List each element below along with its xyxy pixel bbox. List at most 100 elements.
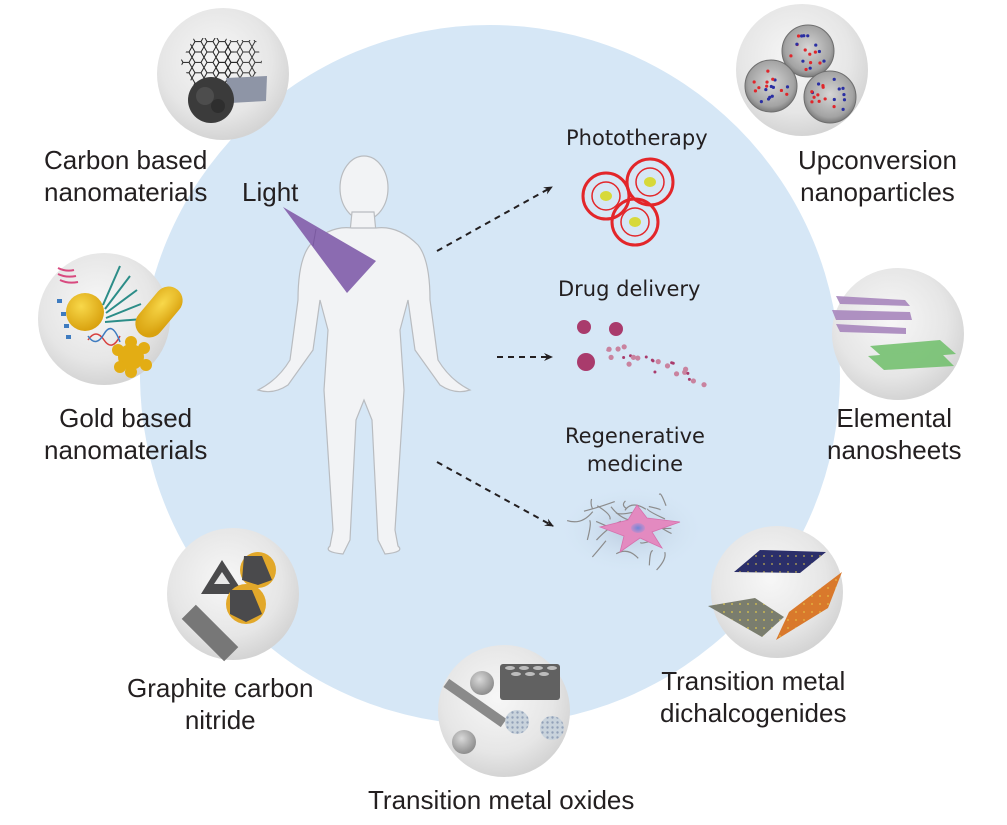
drug-particle (664, 363, 671, 369)
label-phototherapy: Phototherapy (566, 124, 708, 152)
ucnp-dot (813, 50, 817, 54)
arrow-to-regenerative (436, 461, 554, 527)
label-line: Phototherapy (566, 126, 708, 150)
ucnp-dot (765, 84, 769, 88)
ucnp-dot (804, 67, 808, 72)
label-line: Transition metal (661, 666, 846, 696)
ucnp-dot (832, 77, 836, 81)
scaffold-fiber (615, 550, 639, 559)
scaffold-fiber (591, 540, 607, 558)
ucnp-dot (822, 59, 826, 63)
scaffold-fiber (656, 551, 666, 571)
label-line: Transition metal oxides (368, 785, 635, 815)
scaffold-fiber (596, 505, 611, 520)
ucnp-dot (808, 61, 813, 65)
ucnp-dot (785, 85, 790, 89)
ucnp-dot (789, 54, 793, 58)
drug-particle (686, 371, 690, 375)
scaffold-fiber (648, 550, 654, 566)
scaffold-fiber (622, 500, 627, 510)
label-tmo: Transition metal oxides (368, 784, 634, 816)
transition-metal-oxides-ball (438, 645, 570, 777)
drug-particle (673, 371, 680, 377)
ucnp-dot (842, 98, 847, 102)
drug-particle (687, 377, 691, 381)
scaffold-fiber (646, 508, 666, 520)
drug-particle (650, 358, 654, 362)
ucnp-dot (821, 85, 825, 89)
ucnp-dot (753, 89, 758, 93)
ucnp-dot (779, 88, 784, 93)
label-drug-delivery: Drug delivery (558, 275, 700, 303)
label-line: Upconversion (798, 145, 957, 175)
gold-based-ball (38, 253, 183, 385)
ucnp-dot (842, 92, 846, 97)
ucnp-dot (795, 42, 799, 46)
drug-particle (701, 382, 707, 388)
drug-particle (622, 356, 626, 360)
ucnp-dot (771, 77, 775, 81)
drug-particle (655, 359, 661, 365)
drug-particle (615, 346, 621, 352)
label-gold-based: Gold based nanomaterials (44, 402, 207, 466)
ucnp-dot (808, 52, 812, 56)
elemental-nanosheets-ball (832, 268, 964, 400)
ucnp-dot (817, 99, 821, 103)
light-beam-edge (312, 228, 317, 247)
ucnp-dot (752, 80, 756, 84)
drug-particle (682, 369, 688, 375)
ucnp-dot (768, 95, 772, 99)
label-upconversion: Upconversion nanoparticles (798, 144, 957, 208)
label-line: nitride (184, 705, 256, 735)
label-graphite-carbon-nitride: Graphite carbon nitride (127, 672, 313, 736)
human-body (256, 155, 472, 555)
label-line: Drug delivery (558, 277, 701, 301)
drug-particle (621, 344, 627, 350)
ucnp-dot (766, 69, 770, 73)
label-line: Elemental (836, 403, 953, 433)
ucnp-dot (785, 92, 789, 96)
light-beam (283, 207, 376, 293)
ucnp-dot (837, 87, 841, 91)
drug-particle (644, 355, 648, 359)
scaffold-fiber (590, 498, 594, 510)
scaffold-fiber (566, 511, 594, 523)
label-line: Regenerative (565, 424, 705, 448)
ucnp-dot (764, 87, 768, 92)
ucnp-dot (770, 94, 774, 98)
ucnp-dot (818, 61, 822, 65)
label-elemental-nanosheets: Elemental nanosheets (827, 402, 961, 466)
ucnp-dot (801, 59, 805, 63)
label-carbon-based: Carbon based nanomaterials (44, 144, 207, 208)
label-regenerative-medicine: Regenerative medicine (565, 422, 705, 478)
ucnp-dot (808, 66, 812, 70)
drug-particle (606, 346, 612, 352)
label-tmd: Transition metal dichalcogenides (660, 665, 846, 729)
ucnp-dot (817, 49, 821, 54)
ucnp-dot (814, 43, 818, 47)
graphite-carbon-nitride-ball (167, 528, 299, 662)
ucnp-dot (796, 34, 801, 38)
drug-particle (671, 361, 675, 365)
tmd-ball (708, 526, 843, 658)
scaffold-fiber (648, 505, 661, 511)
ucnp-dot (841, 86, 845, 90)
ucnp-dot (810, 100, 814, 104)
label-line: Carbon based (44, 145, 208, 175)
label-line: nanoparticles (800, 177, 955, 207)
ucnp-dot (810, 90, 814, 94)
ucnp-dot (816, 93, 820, 97)
ucnp-dot (802, 34, 806, 38)
scaffold-fiber (658, 493, 667, 506)
phototherapy-icon (581, 157, 675, 247)
ucnp-dot (765, 80, 769, 84)
ucnp-dot (832, 97, 836, 102)
label-line: nanomaterials (44, 435, 208, 465)
ucnp-dot (759, 100, 763, 104)
ucnp-dot (823, 97, 827, 101)
carbon-based-ball (157, 8, 289, 140)
ucnp-dot (806, 34, 810, 38)
label-light: Light (242, 176, 298, 208)
